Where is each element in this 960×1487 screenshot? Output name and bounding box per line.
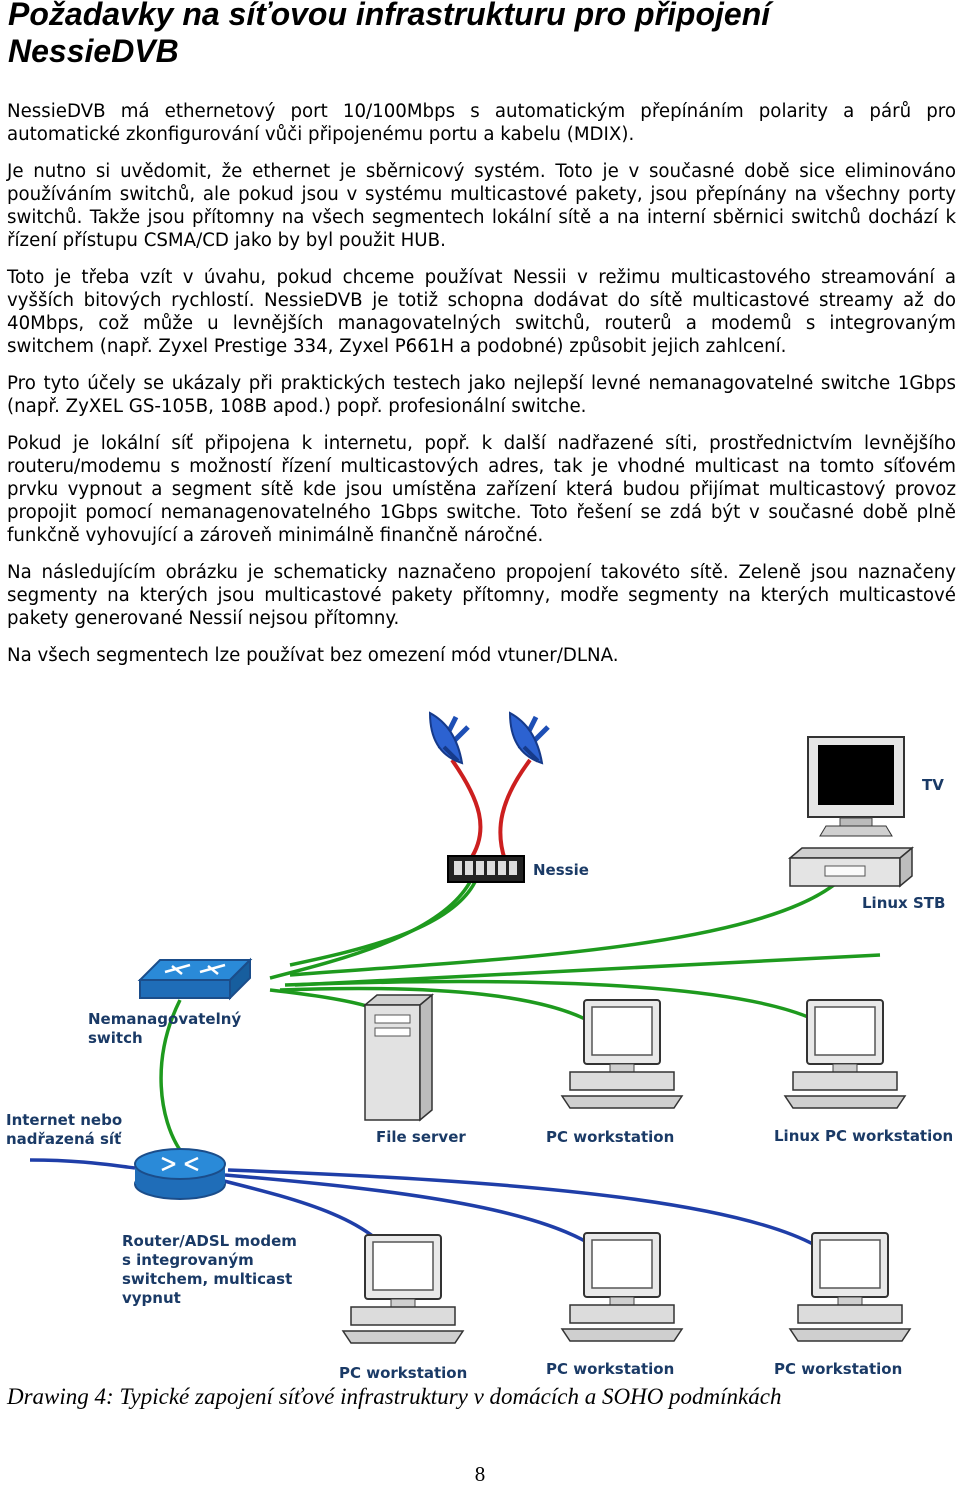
paragraph: Pokud je lokální síť připojena k interne…	[7, 433, 956, 546]
paragraph: NessieDVB má ethernetový port 10/100Mbps…	[7, 101, 956, 145]
network-diagram: Nessie TV Linux STB Nemanagovatelný swit…	[6, 700, 953, 1382]
figure-caption: Drawing 4: Typické zapojení síťové infra…	[7, 1384, 782, 1409]
pc-workstation-label: PC workstation	[546, 1128, 674, 1146]
paragraph: Toto je třeba vzít v úvahu, pokud chceme…	[7, 267, 956, 357]
pc-workstation-icon	[561, 1232, 683, 1342]
switch-label-line1: Nemanagovatelný	[88, 1010, 241, 1028]
page-title: Požadavky na síťovou infrastrukturu pro …	[8, 0, 771, 69]
internet-label-line1: Internet nebo	[6, 1111, 122, 1129]
tv-icon	[807, 736, 905, 837]
paragraph: Na všech segmentech lze používat bez ome…	[7, 645, 619, 666]
router-label-line3: switchem, multicast	[122, 1270, 292, 1288]
page-number: 8	[474, 1462, 486, 1486]
pc-workstation-label: PC workstation	[546, 1360, 674, 1378]
paragraph: Na následujícím obrázku je schematicky n…	[7, 562, 956, 629]
nessie-device-icon	[447, 855, 525, 883]
linux-stb-label: Linux STB	[862, 894, 945, 912]
set-top-box-icon	[787, 846, 915, 888]
router-icon	[134, 1148, 226, 1200]
satellite-cable	[498, 758, 532, 861]
file-server-icon	[362, 993, 435, 1122]
router-label-line4: vypnut	[122, 1289, 181, 1307]
linux-pc-workstation-label: Linux PC workstation	[774, 1127, 953, 1145]
router-label-line2: s integrovaným	[122, 1251, 254, 1269]
pc-workstation-label: PC workstation	[339, 1364, 467, 1382]
pc-workstation-label: PC workstation	[774, 1360, 902, 1378]
nessie-label: Nessie	[533, 861, 589, 879]
tv-label: TV	[922, 776, 944, 794]
satellite-cable	[450, 758, 483, 862]
pc-workstation-icon	[789, 1232, 911, 1342]
switch-label-line2: switch	[88, 1029, 143, 1047]
file-server-label: File server	[376, 1128, 466, 1146]
multicast-segments	[159, 878, 881, 1151]
paragraph: Je nutno si uvědomit, že ethernet je sbě…	[7, 161, 956, 251]
paragraph: Pro tyto účely se ukázaly při praktickýc…	[7, 373, 956, 417]
satellite-dish-icon	[430, 713, 468, 763]
router-label-line1: Router/ADSL modem	[122, 1232, 297, 1250]
switch-icon	[137, 957, 253, 1001]
satellite-dish-icon	[510, 713, 548, 763]
pc-workstation-icon	[342, 1234, 464, 1344]
internet-label-line2: nadřazená síť	[6, 1130, 122, 1148]
body-text: NessieDVB má ethernetový port 10/100Mbps…	[7, 100, 956, 681]
